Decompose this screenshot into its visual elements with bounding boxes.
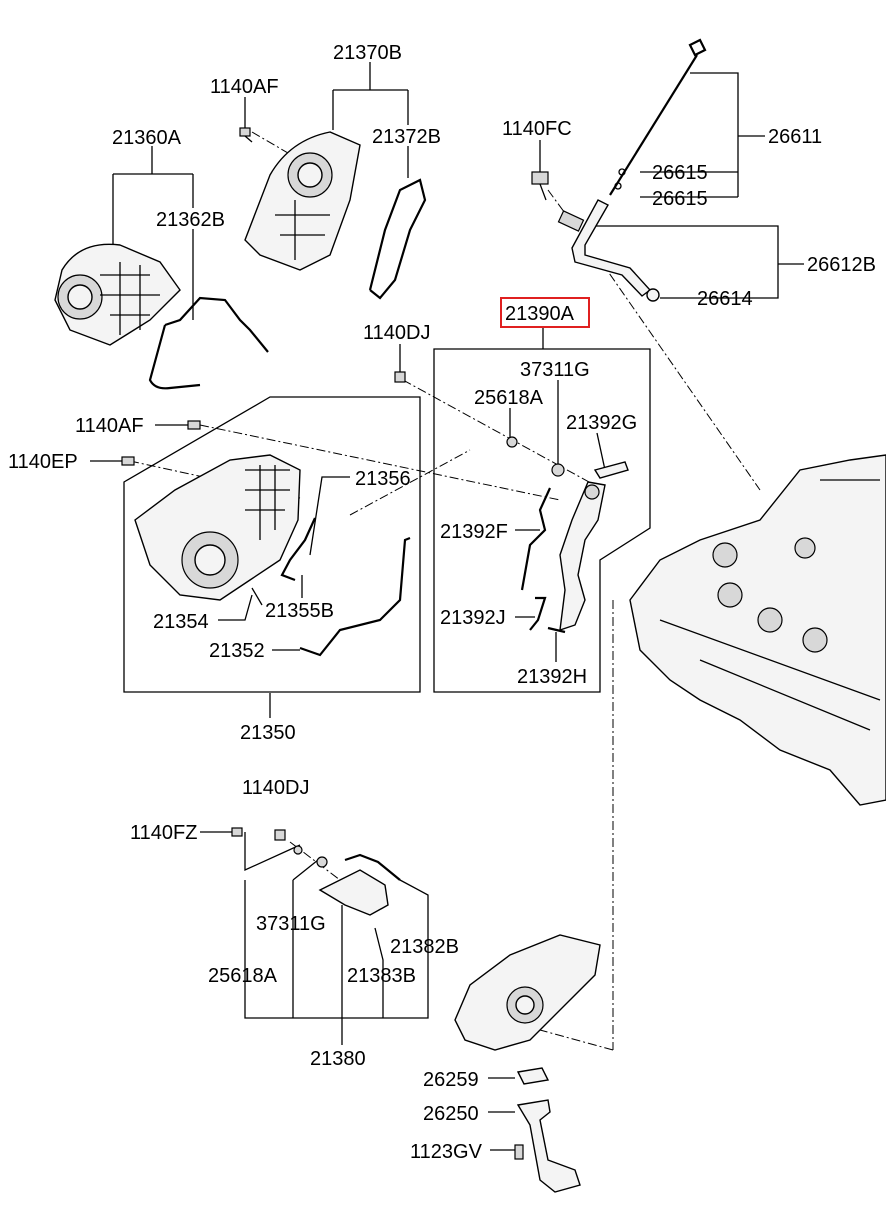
label-26615-b[interactable]: 26615 [652, 188, 708, 210]
label-21392j[interactable]: 21392J [440, 607, 506, 629]
bolt-1140ep-drawing [121, 456, 135, 466]
label-1140af-mid[interactable]: 1140AF [75, 415, 144, 437]
part-labels: 21370B 1140AF 21360A 21372B 21362B 1140F… [8, 42, 876, 1163]
bolt-1123gv-drawing [514, 1144, 524, 1160]
label-26250[interactable]: 26250 [423, 1103, 479, 1125]
label-21380[interactable]: 21380 [310, 1048, 366, 1070]
dipstick-26611-drawing [609, 38, 707, 196]
bracket-21390a-drawing [559, 481, 606, 632]
label-26611[interactable]: 26611 [768, 126, 822, 148]
sensor-21355b-drawing [280, 517, 317, 582]
washer-25618a-mid-drawing [506, 436, 518, 448]
label-21362b[interactable]: 21362B [156, 209, 225, 231]
label-21355b[interactable]: 21355B [265, 600, 334, 622]
label-1140dj-mid[interactable]: 1140DJ [363, 322, 430, 344]
timing-cover-21350-drawing [134, 454, 301, 601]
label-1140af-top[interactable]: 1140AF [210, 76, 279, 98]
strainer-26250-drawing [516, 1099, 581, 1193]
label-21390a[interactable]: 21390A [505, 303, 575, 325]
group-box-21390a [433, 348, 651, 693]
label-1140ep[interactable]: 1140EP [8, 451, 78, 473]
cover-21370b-drawing [244, 131, 361, 271]
bolt-1140af-mid-drawing [187, 420, 201, 430]
label-1140fc[interactable]: 1140FC [502, 118, 572, 140]
label-21372b[interactable]: 21372B [372, 126, 441, 148]
label-25618a-mid[interactable]: 25618A [474, 387, 544, 409]
label-1123gv[interactable]: 1123GV [410, 1141, 483, 1163]
label-21370b[interactable]: 21370B [333, 42, 402, 64]
label-21392f[interactable]: 21392F [440, 521, 508, 543]
label-21392h[interactable]: 21392H [517, 666, 587, 688]
bolt-1140dj-low-drawing [274, 829, 286, 841]
label-21360a[interactable]: 21360A [112, 127, 182, 149]
label-1140fz[interactable]: 1140FZ [130, 822, 197, 844]
label-37311g-mid[interactable]: 37311G [520, 359, 590, 381]
label-26614[interactable]: 26614 [697, 288, 753, 310]
oil-pump-drawing [454, 934, 601, 1051]
bolt-1140af-top-drawing [239, 127, 253, 143]
label-26615-a[interactable]: 26615 [652, 162, 708, 184]
dipstick-tube-26612b-drawing [557, 199, 660, 302]
gasket-21352-drawing [299, 536, 411, 657]
label-26612b[interactable]: 26612B [807, 254, 876, 276]
bolt-1140fz-drawing [231, 827, 243, 837]
label-21350[interactable]: 21350 [240, 722, 296, 744]
seal-37311g-mid-drawing [551, 463, 565, 477]
label-37311g-low[interactable]: 37311G [256, 913, 326, 935]
highlight-box-21390a [500, 297, 590, 328]
pin-21354-drawing [251, 587, 263, 606]
group-box-21350 [123, 396, 421, 693]
group-boxes [123, 348, 651, 693]
label-21382b[interactable]: 21382B [390, 936, 459, 958]
label-21354[interactable]: 21354 [153, 611, 209, 633]
label-21356[interactable]: 21356 [355, 468, 411, 490]
leader-lines [90, 62, 804, 1151]
cover-21360a-drawing [54, 243, 181, 346]
bolt-1140fc-drawing [531, 171, 549, 201]
gasket-26259-drawing [516, 1067, 550, 1085]
engine-block-drawing [629, 454, 886, 806]
label-25618a-low[interactable]: 25618A [208, 965, 278, 987]
gasket-21362b-drawing [148, 296, 269, 390]
bolt-1140dj-mid-drawing [394, 371, 406, 383]
label-21352[interactable]: 21352 [209, 640, 265, 662]
tensioner-21380-drawing [293, 845, 401, 916]
gasket-21372b-drawing [368, 178, 427, 300]
label-21383b[interactable]: 21383B [347, 965, 416, 987]
bracket-21392h-drawing [547, 626, 566, 634]
bracket-21392j-drawing [529, 596, 547, 631]
bracket-21392g-drawing [593, 461, 629, 479]
label-1140dj-low[interactable]: 1140DJ [242, 777, 309, 799]
bracket-21392f-drawing [520, 487, 552, 591]
label-26259[interactable]: 26259 [423, 1069, 479, 1091]
label-21392g[interactable]: 21392G [566, 412, 637, 434]
